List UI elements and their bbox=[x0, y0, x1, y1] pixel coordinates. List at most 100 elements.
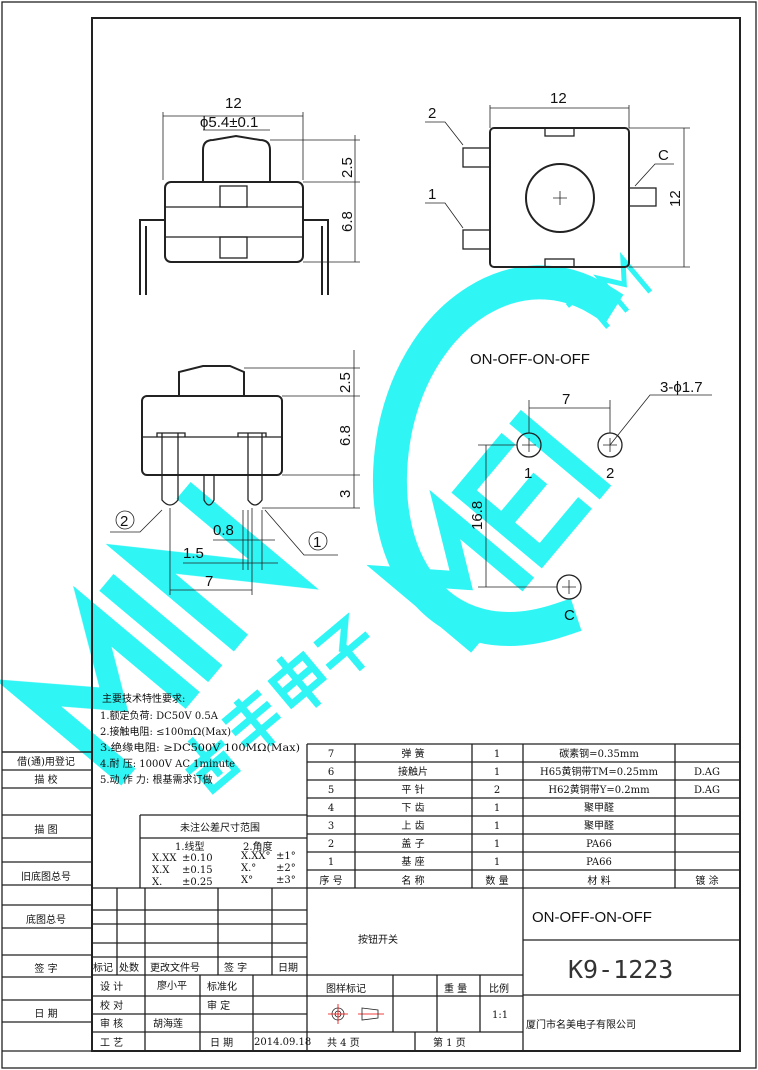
top-dia-label: ϕ5.4±0.1 bbox=[200, 114, 258, 131]
signoff-date: 2014.09.18 bbox=[254, 1037, 311, 1048]
side-view: 2 1 2.5 6.8 3 0.8 1.5 7 bbox=[110, 350, 360, 595]
revision-header: 签 字 bbox=[224, 961, 247, 974]
bom-cell: 2 bbox=[328, 839, 334, 850]
plan-pinc-label: C bbox=[658, 147, 669, 164]
tolerance-linear: 1.线型 bbox=[175, 840, 205, 853]
tech-item: 4.耐 压: 1000V AC 1minute bbox=[100, 757, 235, 770]
bom-cell: 上 齿 bbox=[401, 820, 424, 832]
signoff-label: 审 定 bbox=[207, 999, 230, 1012]
bom-cell: 1 bbox=[494, 767, 500, 778]
tolerance-cell: ±0.10 bbox=[182, 853, 213, 864]
revision-header: 更改文件号 bbox=[150, 961, 200, 974]
bom-cell: 3 bbox=[328, 821, 334, 832]
pcb-holes-label: 3-ϕ1.7 bbox=[660, 379, 703, 396]
bom-header: 材 料 bbox=[587, 874, 610, 887]
bom-header: 数 量 bbox=[485, 874, 508, 887]
bom-cell: H62黄铜带Y=0.2mm bbox=[548, 783, 650, 796]
bom-cell: 1 bbox=[494, 749, 500, 760]
side-pin2-label: 2 bbox=[120, 513, 128, 530]
total-pages: 共 4 页 bbox=[327, 1037, 360, 1049]
front-view: 12 ϕ5.4±0.1 2.5 6.8 bbox=[139, 95, 360, 295]
projection-symbol-icon bbox=[328, 1004, 384, 1024]
tolerance-cell: ±2° bbox=[276, 863, 296, 874]
watermark-brand bbox=[0, 482, 319, 786]
left-strip-label: 描 图 bbox=[34, 823, 57, 836]
tech-requirements: 主要技术特性要求: 1.额定负荷: DC50V 0.5A 2.接触电阻: ≤10… bbox=[100, 692, 300, 786]
left-strip-label: 借(通)用登记 bbox=[17, 755, 75, 768]
company-name: 厦门市名美电子有限公司 bbox=[526, 1018, 636, 1031]
inner-frame bbox=[91, 17, 741, 1052]
side-d15-label: 1.5 bbox=[183, 545, 204, 562]
bom-cell: 弹 簧 bbox=[401, 747, 424, 760]
left-strip-label: 底图总号 bbox=[26, 913, 66, 926]
bom-cell: 1 bbox=[328, 857, 334, 868]
top-h1-label: 2.5 bbox=[339, 157, 356, 178]
bom-cell: 平 针 bbox=[401, 783, 424, 796]
revision-header: 标记 bbox=[93, 962, 113, 974]
product-name: 按钮开关 bbox=[358, 933, 398, 946]
bom-cell: PA66 bbox=[586, 857, 612, 868]
tech-item: 2.接触电阻: ≤100mΩ(Max) bbox=[100, 725, 231, 738]
tolerance-cell: X.XX bbox=[152, 853, 177, 864]
top-h2-label: 6.8 bbox=[339, 211, 356, 232]
tolerance-cell: X.X bbox=[152, 865, 170, 876]
bom-header: 名 称 bbox=[401, 874, 424, 887]
bom-cell: 1 bbox=[494, 857, 500, 868]
bom-cell: PA66 bbox=[586, 839, 612, 850]
part-number: K9-1223 bbox=[568, 955, 673, 984]
watermark-brand-2 bbox=[366, 409, 612, 653]
page-number: 第 1 页 bbox=[433, 1036, 466, 1049]
watermark-cn bbox=[185, 612, 370, 795]
tolerance-cell: ±1° bbox=[276, 851, 296, 862]
plan-pin1-label: 1 bbox=[428, 186, 436, 203]
revision-header: 日期 bbox=[278, 962, 298, 974]
bom-cell: H65黄铜带TM=0.25mm bbox=[540, 765, 658, 778]
tolerance-title: 未注公差尺寸范围 bbox=[180, 821, 260, 834]
title-mode: ON-OFF-ON-OFF bbox=[532, 909, 652, 926]
signoff-label: 日 期 bbox=[210, 1037, 233, 1049]
signoff-label: 设 计 bbox=[100, 980, 123, 993]
pcb-spacing-label: 7 bbox=[562, 391, 570, 408]
signoff-value: 胡海莲 bbox=[153, 1017, 183, 1030]
bom-cell: 4 bbox=[328, 803, 334, 814]
bom-cell: 下 齿 bbox=[401, 802, 424, 814]
top-width-label: 12 bbox=[225, 95, 242, 112]
pcb-vertical-label: 16.8 bbox=[469, 501, 486, 530]
pcb-p2-label: 2 bbox=[606, 465, 614, 482]
pcb-layout: ON-OFF-ON-OFF 7 3-ϕ1.7 16.8 1 2 C bbox=[469, 351, 712, 624]
bom-cell: 基 座 bbox=[401, 855, 424, 868]
bom-cell: D.AG bbox=[694, 767, 720, 778]
signoff-value: 廖小平 bbox=[157, 979, 187, 992]
bom-cell: 2 bbox=[494, 785, 500, 796]
watermark bbox=[0, 252, 653, 795]
left-strip-label: 描 校 bbox=[34, 773, 57, 786]
bom-header: 镀 涂 bbox=[695, 874, 718, 887]
pcb-p1-label: 1 bbox=[524, 465, 532, 482]
plan-height-label: 12 bbox=[667, 190, 684, 207]
pcb-mode-label: ON-OFF-ON-OFF bbox=[470, 351, 590, 368]
bom-header: 序 号 bbox=[319, 874, 342, 887]
scale-value: 1:1 bbox=[492, 1010, 508, 1021]
bom-cell: 1 bbox=[494, 821, 500, 832]
tech-item: 1.额定负荷: DC50V 0.5A bbox=[100, 709, 219, 722]
bom-cell: 接触片 bbox=[398, 765, 428, 778]
title-block: 按钮开关 ON-OFF-ON-OFF K9-1223 厦门市名美电子有限公司 图… bbox=[326, 909, 673, 1049]
tech-item: 5.动 作 力: 根基需求订做 bbox=[100, 773, 212, 786]
side-pin1-label: 1 bbox=[313, 534, 321, 551]
side-h3-label: 3 bbox=[337, 490, 354, 498]
bom-cell: 1 bbox=[494, 803, 500, 814]
tolerance-cell: X. bbox=[152, 877, 162, 888]
weight-label: 重 量 bbox=[444, 982, 467, 995]
bom-cell: 聚甲醛 bbox=[584, 819, 614, 832]
side-d08-label: 0.8 bbox=[213, 522, 234, 539]
tolerance-cell: ±3° bbox=[276, 875, 296, 886]
scale-label: 比例 bbox=[489, 982, 509, 995]
plan-pin2-label: 2 bbox=[428, 105, 436, 122]
plan-width-label: 12 bbox=[550, 90, 567, 107]
bom-cell: 盖 子 bbox=[401, 837, 424, 850]
tolerance-cell: X.° bbox=[241, 863, 256, 874]
pcb-pc-label: C bbox=[564, 607, 575, 624]
